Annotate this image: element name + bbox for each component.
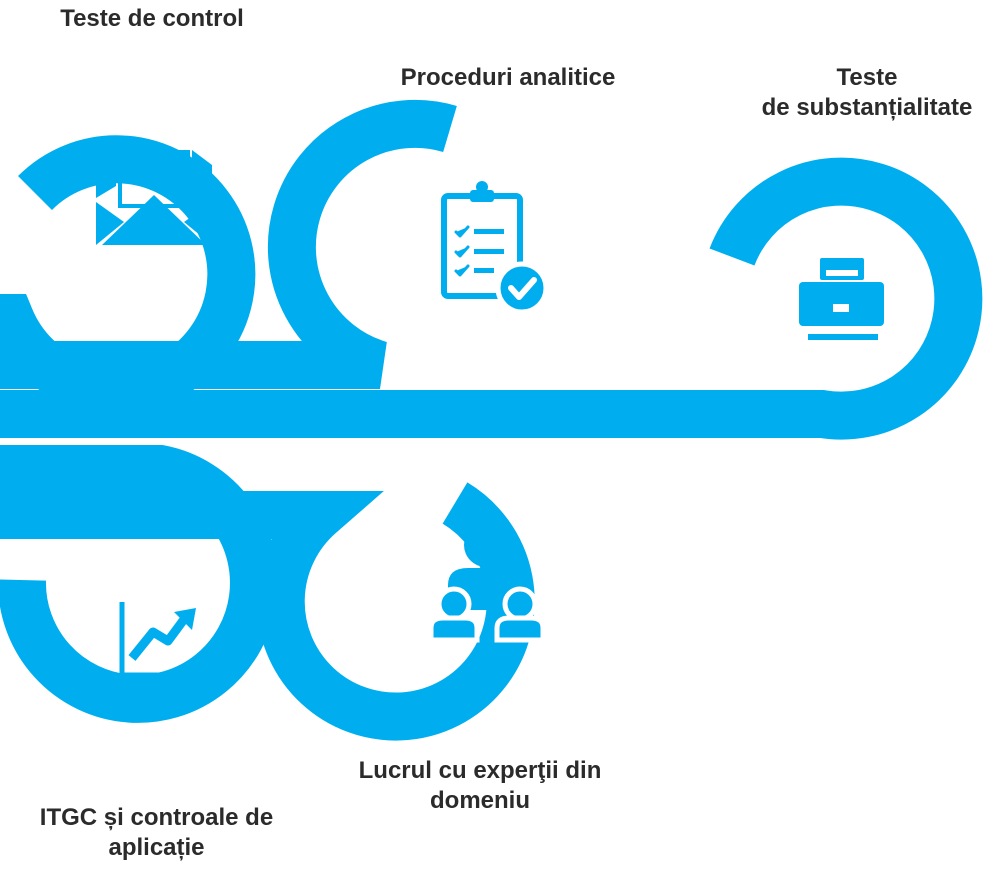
ribbon-proceduri-analitice	[0, 99, 457, 389]
label-itgc: ITGC și controale de aplicație	[4, 803, 309, 863]
label-line: Teste de control	[60, 5, 244, 32]
label-line: Proceduri analitice	[400, 64, 616, 91]
printer-icon	[799, 258, 884, 340]
label-teste-control: Teste de control	[32, 4, 272, 34]
label-line: domeniu	[430, 787, 530, 814]
label-proceduri-analitice: Proceduri analitice	[368, 63, 648, 93]
label-experti: Lucrul cu experţii din domeniu	[330, 756, 630, 816]
label-line: Teste	[836, 64, 898, 91]
clipboard-checklist-icon	[441, 181, 549, 315]
label-line: aplicație	[108, 834, 205, 861]
label-line: de substanțialitate	[761, 94, 973, 121]
envelope-icon	[96, 150, 212, 245]
label-line: Lucrul cu experţii din	[358, 757, 602, 784]
label-line: ITGC și controale de	[39, 804, 274, 831]
label-teste-substantialitate: Teste de substanțialitate	[732, 63, 1002, 123]
trend-chart-icon	[119, 602, 198, 678]
team-people-icon	[428, 523, 546, 643]
ribbon-teste-substantialitate	[0, 157, 983, 440]
